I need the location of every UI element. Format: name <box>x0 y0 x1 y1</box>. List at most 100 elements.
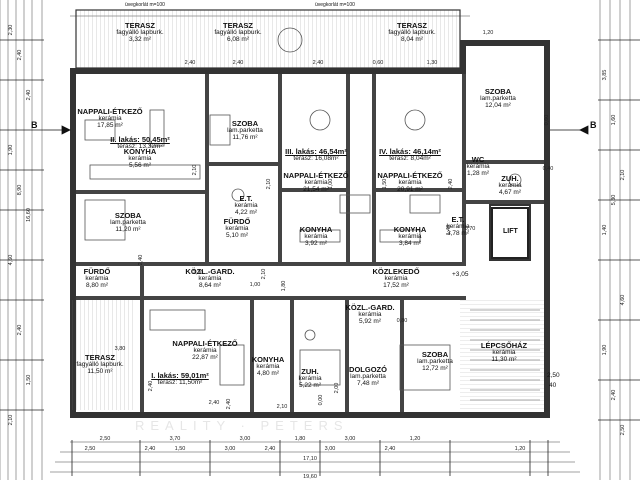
room-finish: kerámia <box>498 181 522 189</box>
room-name: NAPPALI-ÉTKEZŐ <box>377 171 443 180</box>
room-name: TERASZ <box>85 353 115 362</box>
room-name: KÖZLEKEDŐ <box>372 267 420 276</box>
dim-bottom-2-label: 2,40 <box>265 446 276 452</box>
room-name: KONYHA <box>299 225 333 234</box>
room-finish: terasz: 11,50m² <box>157 378 203 386</box>
room-name: FÜRDŐ <box>83 267 111 276</box>
dim-inner-label: 2,40 <box>138 255 144 266</box>
dim-bottom-2-label: 3,00 <box>225 446 236 452</box>
dim-inner-label: 2,40 <box>233 60 244 66</box>
dim-inner-label: 2,10 <box>261 269 267 280</box>
room-area: 8,04 m² <box>400 35 424 43</box>
room-finish: kerámia <box>446 222 470 230</box>
dim-right-label: 1,60 <box>611 115 617 126</box>
dim-right-label: 2,10 <box>620 170 626 181</box>
room-name: TERASZ <box>397 21 427 30</box>
dim-left-label: 4,60 <box>8 255 14 266</box>
room-name: TERASZ <box>125 21 155 30</box>
terrace-band <box>76 10 460 68</box>
top-note-2: üvegkorlát m=100 <box>315 2 355 8</box>
dim-left-label: 8,90 <box>17 185 23 196</box>
dim-inner-label: 1,50 <box>382 179 388 190</box>
room-area: 5,22 m² <box>298 381 322 389</box>
stair-mark-1: 2,50 <box>547 372 560 379</box>
room-area: 22,87 m² <box>192 353 218 361</box>
dim-inner-label: 1,30 <box>427 60 438 66</box>
section-mark-right: B <box>590 120 597 130</box>
dim-bottom-1-label: 1,20 <box>410 436 421 442</box>
room-name: WC <box>471 155 485 164</box>
dim-right-label: 2,40 <box>611 390 617 401</box>
room-name: E.T. <box>239 194 253 203</box>
room-area: 11,76 m² <box>232 133 258 141</box>
room-name: II. lakás: 50,45m² <box>110 135 170 144</box>
dim-bottom-2-label: 2,40 <box>385 446 396 452</box>
room-finish: kerámia <box>304 178 328 186</box>
lift-shaft <box>491 207 529 259</box>
room-name: SZOBA <box>114 211 142 220</box>
room-finish: terasz: 16,08m² <box>293 154 339 162</box>
room-name: ZUH. <box>301 367 319 376</box>
dim-left-label: 16,60 <box>26 208 32 222</box>
room-finish: kerámia <box>85 274 109 282</box>
dim-right-label: 2,50 <box>620 425 626 436</box>
dim-inner-label: 0,60 <box>544 115 550 126</box>
room-finish: kerámia <box>358 310 382 318</box>
dim-inner-label: 2,40 <box>448 179 454 190</box>
room-name: SZOBA <box>484 87 512 96</box>
room-name: III. lakás: 46,54m² <box>285 147 347 156</box>
room-area: 4,67 m² <box>498 188 522 196</box>
dim-bottom-1-label: 3,70 <box>170 436 181 442</box>
room-area: 12,72 m² <box>422 364 448 372</box>
dim-left-label: 1,90 <box>8 145 14 156</box>
room-area: 8,64 m² <box>198 281 222 289</box>
room-name: DOLGOZÓ <box>349 365 387 374</box>
dim-inner-label: 2,40 <box>226 399 232 410</box>
dim-bottom-1-label: 3,00 <box>345 436 356 442</box>
dim-inner-label: 2,40 <box>185 60 196 66</box>
dimension-ticks <box>0 39 640 476</box>
dim-inner-label: 0,60 <box>373 60 384 66</box>
room-finish: kerámia <box>128 154 152 162</box>
dim-inner-label: 1,40 <box>446 225 452 236</box>
room-name: SZOBA <box>421 350 449 359</box>
dim-bottom-2-label: 3,00 <box>325 446 336 452</box>
dim-inner-label: 2,10 <box>192 165 198 176</box>
room-name: KONYHA <box>123 147 157 156</box>
room-area: 11,50 m² <box>87 367 113 375</box>
level-mark: +3,05 <box>452 271 469 278</box>
dim-bottom-1-label: 1,80 <box>295 436 306 442</box>
dim-inner-label: 1,00 <box>328 179 334 190</box>
room-name: ZUH. <box>501 174 519 183</box>
dim-inner-label: 2,40 <box>313 60 324 66</box>
dim-inner-label: 0,40 <box>543 166 554 172</box>
room-name: KONYHA <box>393 225 427 234</box>
room-area: 20,91 m² <box>397 185 423 193</box>
dim-inner-label: 0,80 <box>397 318 408 324</box>
room-name: TERASZ <box>223 21 253 30</box>
dim-inner-label: 2,10 <box>266 179 272 190</box>
dim-left-label: 2,40 <box>26 90 32 101</box>
room-finish: kerámia <box>225 224 249 232</box>
room-finish: fagyálló lapburk. <box>116 28 164 36</box>
room-finish: lam.parketta <box>350 372 386 380</box>
dim-inner-label: 2,10 <box>277 404 288 410</box>
room-name: KONYHA <box>251 355 285 364</box>
dim-left-label: 2,40 <box>17 50 23 61</box>
dim-bottom-2-label: 1,50 <box>175 446 186 452</box>
dim-left-label: 2,30 <box>8 25 14 36</box>
